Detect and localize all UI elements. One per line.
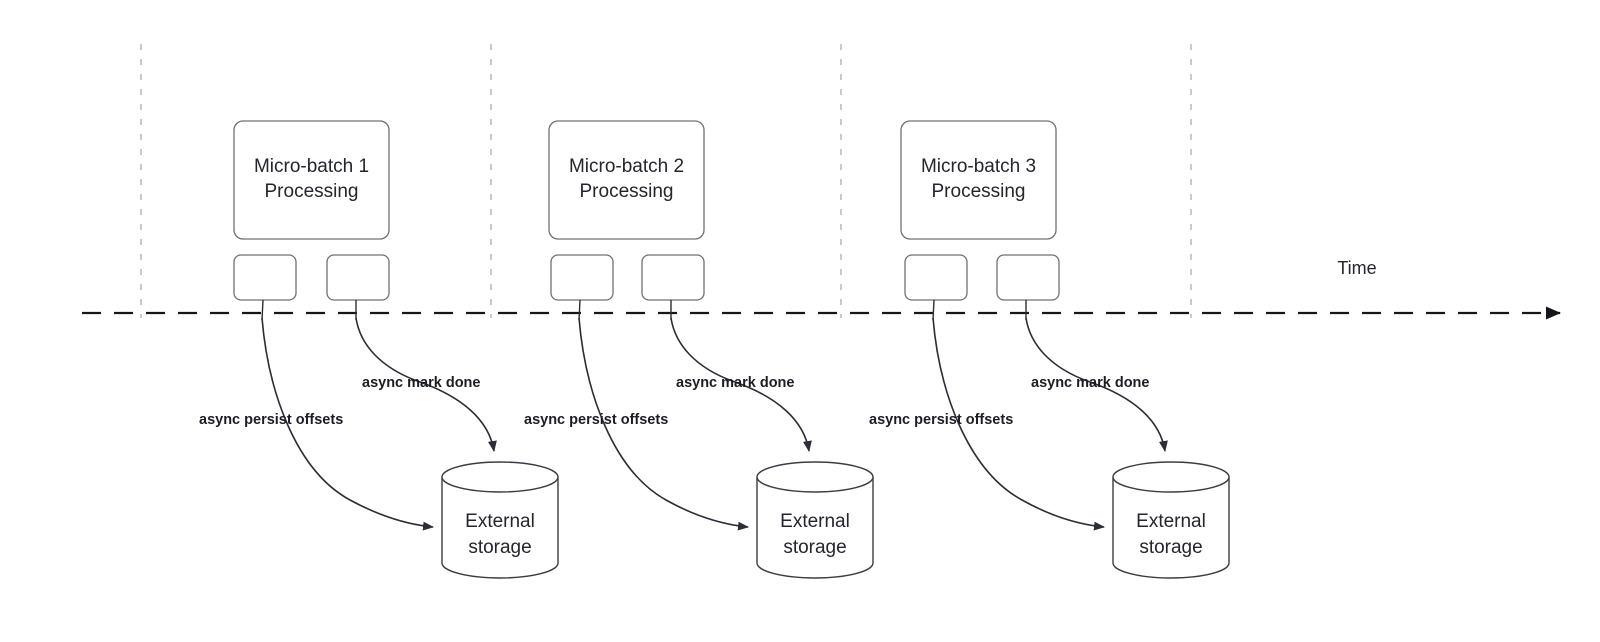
mark-done-curve-1 [355, 317, 497, 452]
time-axis-label: Time [1337, 258, 1376, 278]
persist-offsets-curve-1 [261, 317, 434, 531]
external-storage-2[interactable]: External storage [756, 461, 874, 579]
stem-offset-2 [578, 299, 581, 321]
markdone-task-box-3[interactable] [996, 254, 1060, 301]
persist-offsets-label-2: async persist offsets [524, 412, 668, 428]
micro-batch-group-3: Micro-batch 3 Processing async persist o… [869, 120, 1230, 579]
external-storage-3-top [1112, 461, 1230, 493]
mark-done-curve-3 [1025, 317, 1168, 452]
process-box-1-line2: Processing [265, 181, 359, 202]
mark-done-label-3: async mark done [1031, 375, 1149, 391]
time-axis: Time [82, 258, 1561, 320]
process-box-1[interactable] [233, 120, 390, 240]
external-storage-3-body [1112, 477, 1230, 579]
persist-offsets-curve-2 [578, 317, 749, 531]
external-storage-2-line2: storage [783, 537, 846, 558]
process-box-3[interactable] [900, 120, 1057, 240]
micro-batch-group-1: Micro-batch 1 Processing async persist o… [199, 120, 559, 579]
mark-done-label-1: async mark done [362, 375, 480, 391]
process-box-2-line1: Micro-batch 2 [569, 156, 684, 177]
external-storage-1-body [441, 477, 559, 579]
stem-offset-1 [261, 299, 264, 321]
persist-offsets-curve-3 [932, 317, 1105, 531]
external-storage-1-top [441, 461, 559, 493]
markdone-task-box-2[interactable] [641, 254, 705, 301]
markdone-task-box-1[interactable] [326, 254, 390, 301]
stem-offset-3 [932, 299, 935, 321]
external-storage-2-body [756, 477, 874, 579]
process-box-1-line1: Micro-batch 1 [254, 156, 369, 177]
external-storage-1-line1: External [465, 511, 535, 532]
mark-done-label-2: async mark done [676, 375, 794, 391]
process-box-2-line2: Processing [580, 181, 674, 202]
micro-batch-group-2: Micro-batch 2 Processing async persist o… [524, 120, 874, 579]
external-storage-2-line1: External [780, 511, 850, 532]
mark-done-curve-2 [670, 317, 812, 452]
process-box-3-line1: Micro-batch 3 [921, 156, 1036, 177]
external-storage-3-line2: storage [1139, 537, 1202, 558]
persist-offsets-label-3: async persist offsets [869, 412, 1013, 428]
external-storage-3[interactable]: External storage [1112, 461, 1230, 579]
external-storage-2-top [756, 461, 874, 493]
process-box-3-line2: Processing [932, 181, 1026, 202]
offset-task-box-1[interactable] [233, 254, 297, 301]
external-storage-1-line2: storage [468, 537, 531, 558]
process-box-2[interactable] [548, 120, 705, 240]
external-storage-3-line1: External [1136, 511, 1206, 532]
offset-task-box-3[interactable] [904, 254, 968, 301]
tick-lines [140, 44, 1192, 318]
offset-task-box-2[interactable] [550, 254, 614, 301]
persist-offsets-label-1: async persist offsets [199, 412, 343, 428]
external-storage-1[interactable]: External storage [441, 461, 559, 579]
